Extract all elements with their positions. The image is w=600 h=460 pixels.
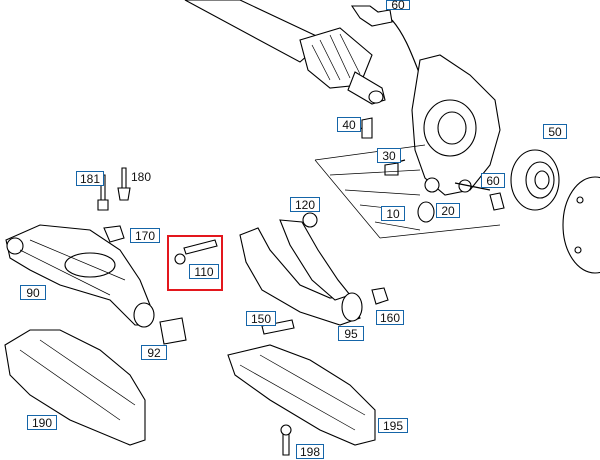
control-arm [239,219,363,326]
hub-bolt [489,192,505,211]
callout-198[interactable]: 198 [296,444,324,459]
callout-90[interactable]: 90 [20,285,46,300]
callout-40[interactable]: 40 [337,117,361,132]
bracket-part [350,5,393,27]
sensor-part [361,117,373,139]
callout-10[interactable]: 10 [381,206,405,221]
wheel-hub [562,176,600,274]
highlight-box-110 [167,235,223,291]
wheel-bearing [510,149,560,211]
callout-150[interactable]: 150 [246,311,276,326]
callout-60[interactable]: 60 [481,173,505,188]
callout-120[interactable]: 120 [290,197,320,212]
callout-50[interactable]: 50 [543,124,567,139]
wheel-carrier [411,54,501,196]
callout-20[interactable]: 20 [436,203,460,218]
callout-180[interactable]: 180 [131,170,152,184]
callout-92[interactable]: 92 [141,345,167,360]
cover-195 [227,344,376,446]
bushing-92 [159,317,187,345]
callout-95[interactable]: 95 [338,326,364,341]
callout-110[interactable]: 110 [189,264,219,279]
callout-195[interactable]: 195 [378,418,408,433]
bushing-part [417,201,435,223]
callout-160[interactable]: 160 [376,310,404,325]
callout-60-top[interactable]: 60 [386,0,410,11]
bolt-110 [174,239,218,265]
bolt-150 [261,319,295,335]
callout-30[interactable]: 30 [377,148,401,163]
drive-shaft [184,0,386,105]
nut-120 [302,212,318,228]
callout-181[interactable]: 181 [76,171,104,186]
leader-line [391,19,421,76]
cover-190 [4,329,146,446]
clip-part [103,225,125,243]
trailing-arm [5,224,155,328]
bolts-181-180 [97,167,131,211]
callout-170[interactable]: 170 [130,228,160,243]
callout-190[interactable]: 190 [27,415,57,430]
bolt-part [384,162,399,176]
nut-160 [371,287,389,305]
bolt-198 [280,424,292,456]
